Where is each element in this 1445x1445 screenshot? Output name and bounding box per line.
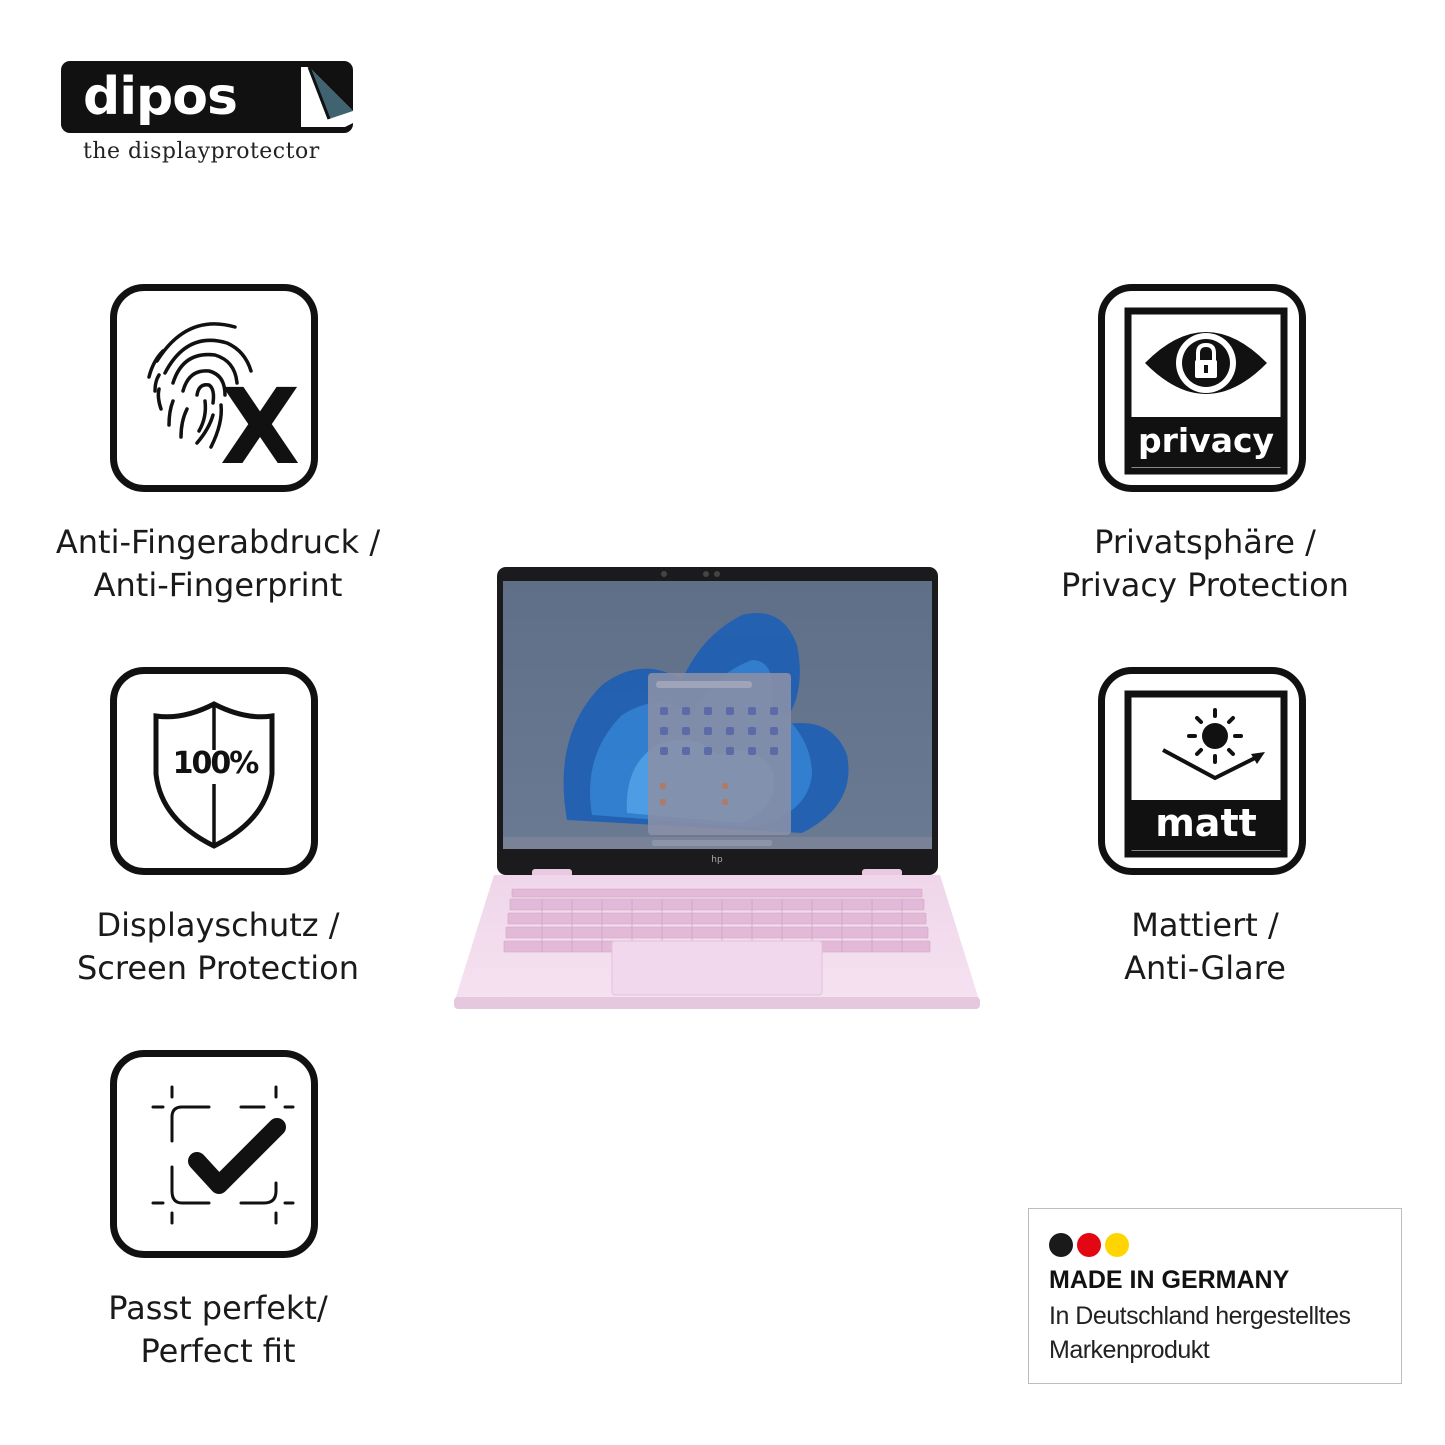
feature-caption-fingerprint: Anti-Fingerabdruck / Anti-Fingerprint: [40, 521, 396, 607]
matt-label: matt: [1155, 801, 1257, 845]
caption-line-en: Privacy Protection: [1061, 566, 1349, 604]
svg-text:hp: hp: [711, 855, 723, 865]
caption-line-en: Screen Protection: [76, 949, 360, 987]
perfect-fit-check-icon: [110, 1050, 318, 1258]
made-in-germany-title: MADE IN GERMANY: [1049, 1266, 1290, 1294]
caption-line-de: Privatsphäre /: [1094, 523, 1316, 561]
caption-line-en: Perfect fit: [140, 1332, 296, 1370]
fingerprint-x-icon: X: [110, 284, 318, 492]
privacy-label: privacy: [1137, 421, 1275, 460]
caption-line-de: Passt perfekt/: [108, 1289, 328, 1327]
caption-line-en: Anti-Fingerprint: [93, 566, 343, 604]
matt-sun-icon: matt: [1098, 667, 1306, 875]
germany-flag-dots-icon: [1049, 1233, 1133, 1257]
privacy-eye-lock-icon: privacy: [1098, 284, 1306, 492]
feature-caption-anti-glare: Mattiert / Anti-Glare: [1030, 904, 1380, 990]
feature-caption-privacy: Privatsphäre / Privacy Protection: [1030, 521, 1380, 607]
shield-label: 100%: [172, 746, 260, 781]
shield-100-icon: 100%: [110, 667, 318, 875]
caption-line-de: Anti-Fingerabdruck /: [55, 523, 381, 561]
made-in-germany-subtitle: In Deutschland hergestelltes Markenprodu…: [1049, 1299, 1351, 1367]
caption-line-en: Anti-Glare: [1124, 949, 1286, 987]
made-in-germany-badge: MADE IN GERMANY In Deutschland hergestel…: [1028, 1208, 1402, 1384]
feature-caption-screen-protection: Displayschutz / Screen Protection: [40, 904, 396, 990]
caption-line-de: Mattiert /: [1131, 906, 1279, 944]
svg-text:X: X: [220, 366, 300, 485]
feature-caption-perfect-fit: Passt perfekt/ Perfect fit: [40, 1287, 396, 1373]
brand-name: dipos: [83, 67, 238, 127]
brand-tagline: the displayprotector: [83, 139, 320, 164]
made-in-germany-line1: In Deutschland hergestelltes: [1049, 1302, 1351, 1330]
made-in-germany-line2: Markenprodukt: [1049, 1336, 1210, 1364]
laptop-product-image: hp: [452, 565, 982, 1015]
caption-line-de: Displayschutz /: [96, 906, 340, 944]
brand-logo: dipos: [61, 61, 353, 133]
